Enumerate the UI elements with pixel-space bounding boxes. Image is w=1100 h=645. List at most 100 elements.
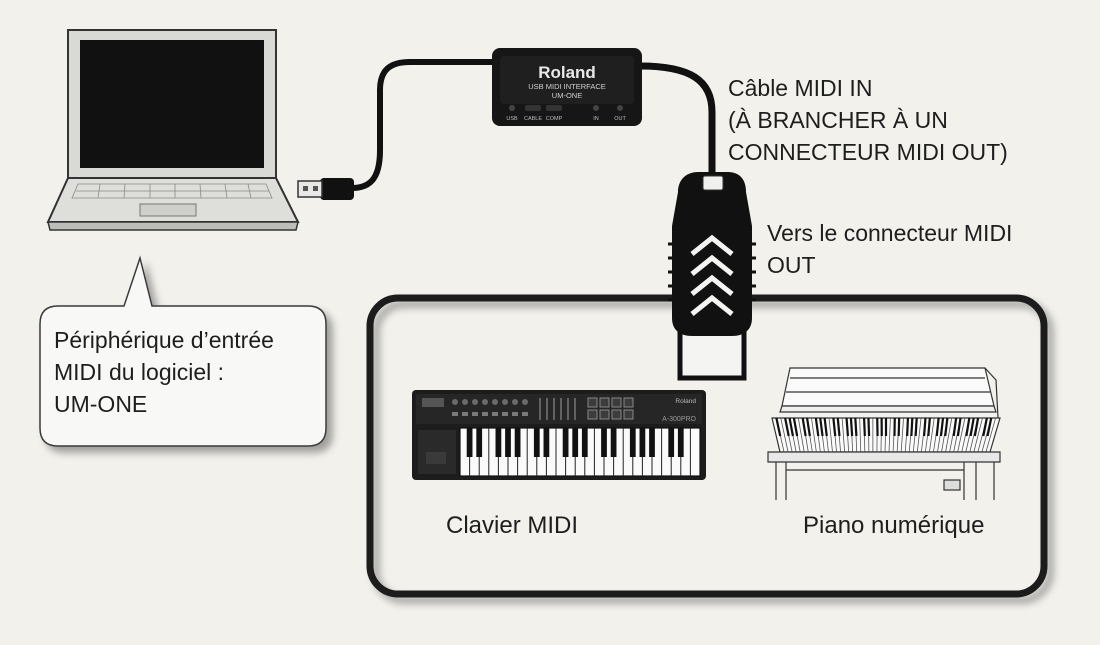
piano-black-key bbox=[935, 417, 940, 437]
black-key bbox=[639, 428, 646, 457]
black-key bbox=[466, 428, 473, 457]
midi-plug-body bbox=[672, 172, 752, 336]
in-led-icon bbox=[593, 105, 599, 111]
black-key bbox=[572, 428, 579, 457]
piano-black-key bbox=[836, 417, 841, 437]
midi-in-cable bbox=[639, 62, 716, 176]
usb-cable bbox=[297, 59, 500, 200]
port-label-comp: COMP bbox=[546, 116, 563, 122]
cable-label-line-1: Câble MIDI IN bbox=[728, 75, 873, 101]
piano-black-key bbox=[784, 417, 790, 437]
usb-plug-body bbox=[320, 178, 354, 200]
interface-model: UM-ONE bbox=[552, 91, 582, 100]
piano-black-key bbox=[819, 417, 824, 437]
piano-black-key bbox=[927, 417, 931, 437]
piano-black-key bbox=[854, 417, 858, 437]
piano-black-key bbox=[910, 417, 914, 437]
cable-switch bbox=[525, 105, 541, 111]
piano-black-key bbox=[973, 417, 980, 437]
out-led-icon bbox=[617, 105, 623, 111]
callout-line-1: Périphérique d’entrée bbox=[54, 327, 274, 353]
keyboard-model: A-300PRO bbox=[662, 416, 696, 423]
piano-black-key bbox=[862, 417, 866, 437]
black-key bbox=[610, 428, 617, 457]
black-key bbox=[562, 428, 569, 457]
piano-black-key bbox=[845, 417, 850, 437]
piano-black-key bbox=[849, 417, 854, 437]
piano-key-divider bbox=[859, 417, 862, 453]
piano-black-key bbox=[956, 417, 962, 437]
usb-led-icon bbox=[509, 105, 515, 111]
black-key bbox=[677, 428, 684, 457]
laptop-touchpad bbox=[139, 203, 197, 217]
piano-key-divider bbox=[973, 417, 983, 453]
laptop-illustration bbox=[46, 29, 300, 231]
laptop-keyboard bbox=[71, 183, 273, 199]
callout-line-2: MIDI du logiciel : bbox=[54, 359, 225, 385]
piano-black-key bbox=[944, 417, 949, 437]
black-key bbox=[476, 428, 483, 457]
black-key bbox=[581, 428, 588, 457]
piano-key-divider bbox=[841, 417, 846, 453]
interface-subtitle: USB MIDI INTERFACE bbox=[528, 82, 606, 91]
piano-keys bbox=[775, 417, 997, 453]
piano-black-key bbox=[814, 417, 820, 437]
midi-keyboard-illustration: Roland A-300PRO bbox=[412, 390, 706, 480]
piano-black-key bbox=[832, 417, 837, 437]
chevron-up-icon bbox=[690, 234, 734, 316]
piano-black-key bbox=[939, 417, 945, 437]
piano-black-key bbox=[952, 417, 958, 437]
black-keys bbox=[466, 428, 684, 457]
piano-key-divider bbox=[916, 417, 922, 453]
interface-brand: Roland bbox=[538, 63, 596, 82]
midi-plug bbox=[668, 172, 756, 381]
piano-black-key bbox=[805, 417, 811, 437]
piano-black-key bbox=[792, 417, 799, 437]
cable-label-line-2: (À BRANCHER À UN bbox=[728, 107, 948, 133]
black-key bbox=[505, 428, 511, 457]
port-label-out: OUT bbox=[614, 116, 626, 122]
port-label-usb: USB bbox=[506, 116, 518, 122]
piano-key-divider bbox=[888, 417, 891, 453]
piano-key-divider bbox=[957, 417, 966, 453]
piano-key-divider bbox=[828, 417, 833, 453]
piano-key-divider bbox=[985, 417, 997, 453]
usb-plug-tip bbox=[297, 180, 323, 198]
piano-black-key bbox=[965, 417, 971, 437]
black-key bbox=[601, 428, 607, 457]
comp-switch bbox=[546, 105, 562, 111]
piano-key-divider bbox=[900, 417, 904, 453]
callout-bubble bbox=[39, 255, 327, 447]
keyboard-display bbox=[422, 398, 444, 407]
piano-black-key bbox=[801, 417, 807, 437]
piano-black-key bbox=[914, 417, 918, 437]
piano-black-key bbox=[788, 417, 795, 437]
piano-black-key bbox=[922, 417, 927, 437]
laptop-screen bbox=[80, 40, 264, 168]
piano-black-key bbox=[867, 417, 871, 437]
black-key bbox=[649, 428, 655, 457]
midi-in-cable-label: Câble MIDI IN (À BRANCHER À UN CONNECTEU… bbox=[728, 72, 1008, 168]
black-key bbox=[533, 428, 540, 457]
cable-label-line-3: CONNECTEUR MIDI OUT) bbox=[728, 139, 1008, 165]
keyboard-brand: Roland bbox=[675, 398, 696, 405]
piano-black-key bbox=[906, 417, 910, 437]
callout-line-3: UM-ONE bbox=[54, 391, 148, 417]
piano-black-key bbox=[969, 417, 975, 437]
digital-piano-label: Piano numérique bbox=[803, 512, 985, 539]
piano-black-key bbox=[986, 417, 993, 437]
piano-key-divider bbox=[797, 417, 805, 453]
black-key bbox=[629, 428, 636, 457]
piano-key-divider bbox=[945, 417, 953, 453]
midi-keyboard-label: Clavier MIDI bbox=[446, 512, 579, 539]
connector-label-line-1: Vers le connecteur MIDI bbox=[767, 220, 1013, 246]
piano-black-key bbox=[775, 417, 782, 437]
piano-black-key bbox=[982, 417, 988, 437]
piano-key-divider bbox=[929, 417, 935, 453]
piano-key-divider bbox=[780, 417, 789, 453]
piano-black-key bbox=[823, 417, 828, 437]
black-key bbox=[668, 428, 675, 457]
black-key bbox=[514, 428, 521, 457]
port-label-in: IN bbox=[593, 116, 599, 122]
